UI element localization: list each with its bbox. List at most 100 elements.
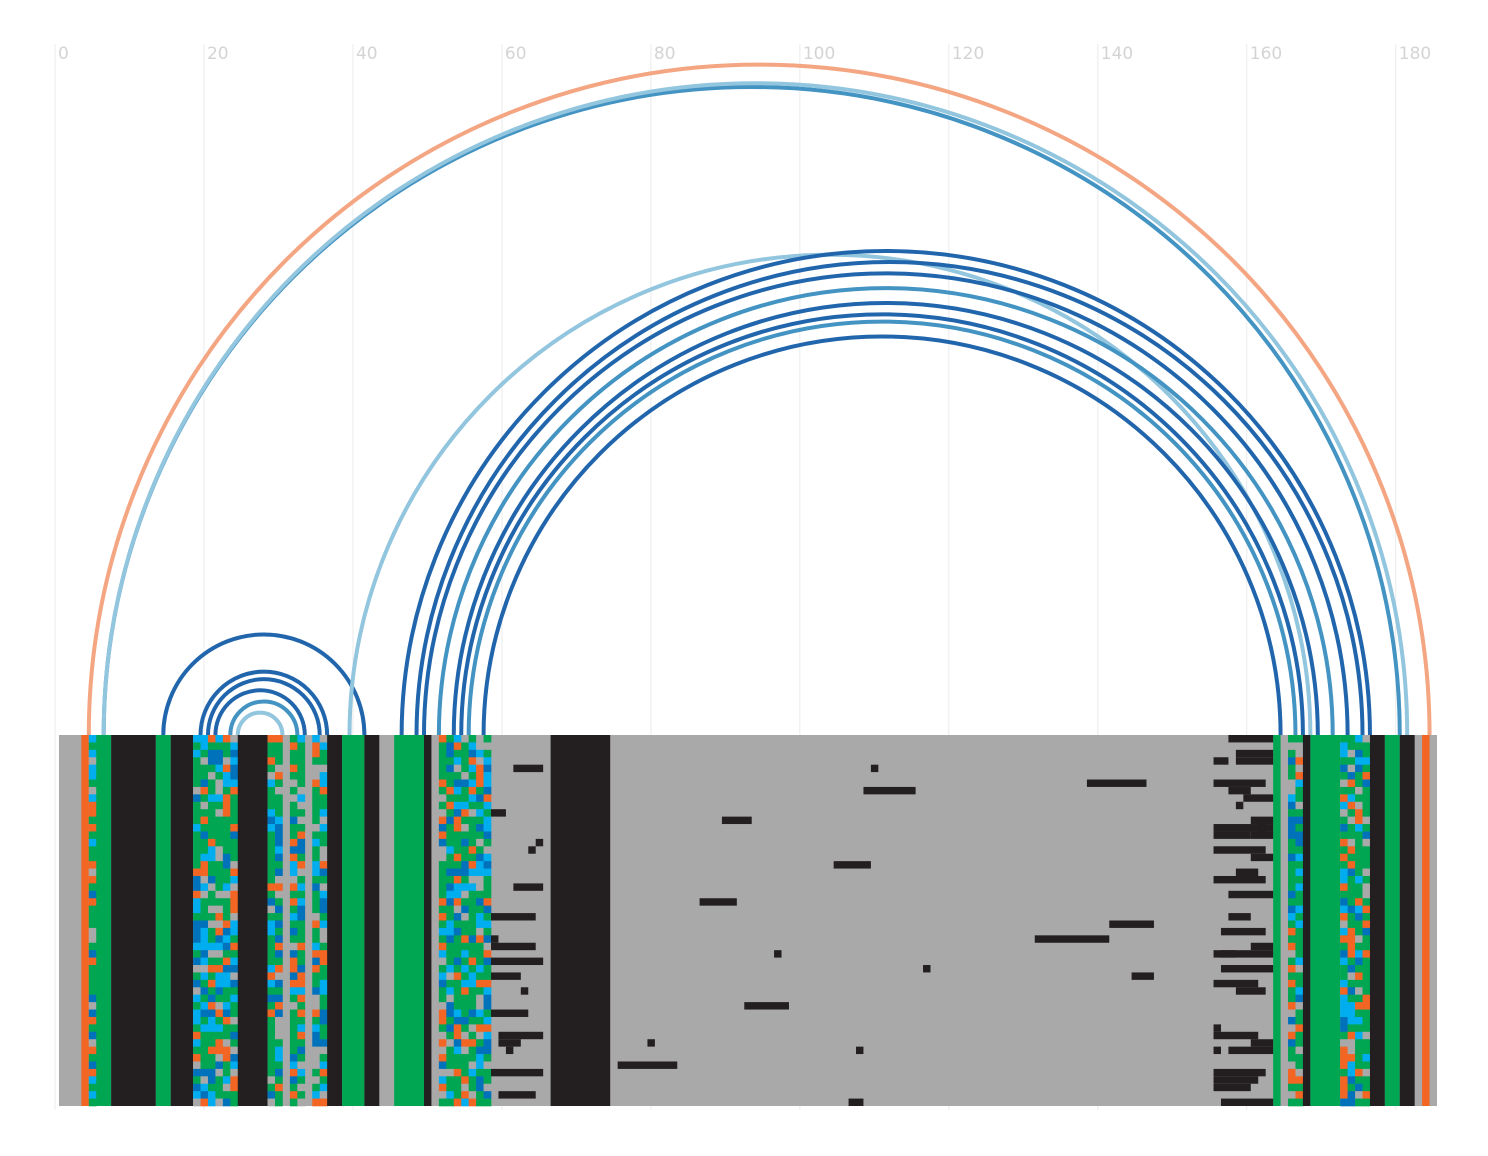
alignment-cell bbox=[461, 957, 469, 966]
alignment-cell bbox=[461, 831, 469, 840]
alignment-cell bbox=[319, 957, 328, 966]
alignment-cell bbox=[289, 957, 298, 966]
alignment-cell bbox=[1295, 965, 1304, 973]
alignment-cell bbox=[453, 1031, 462, 1040]
alignment-cell bbox=[468, 905, 477, 914]
alignment-cell bbox=[1347, 1046, 1356, 1055]
alignment-cell bbox=[476, 1031, 484, 1040]
alignment-cell bbox=[1362, 957, 1371, 966]
alignment-cell bbox=[1340, 853, 1348, 862]
alignment-cell bbox=[200, 1031, 209, 1040]
x-tick-label: 100 bbox=[803, 44, 835, 64]
alignment-cell bbox=[312, 913, 321, 921]
alignment-cell bbox=[319, 1016, 328, 1025]
alignment-cell bbox=[453, 942, 462, 951]
alignment-cell bbox=[319, 927, 328, 936]
alignment-cell bbox=[1340, 898, 1348, 906]
alignment-gap-run bbox=[513, 883, 544, 891]
alignment-cell bbox=[483, 883, 492, 892]
alignment-cell bbox=[1295, 1076, 1304, 1085]
alignment-cell bbox=[476, 1083, 484, 1092]
alignment-cell bbox=[230, 846, 239, 855]
alignment-cell bbox=[88, 1054, 97, 1062]
alignment-cell bbox=[476, 979, 484, 988]
alignment-cell bbox=[193, 913, 201, 921]
alignment-cell bbox=[215, 913, 224, 921]
alignment-cell bbox=[297, 1076, 306, 1085]
alignment-cell bbox=[267, 890, 276, 899]
alignment-cell bbox=[312, 1083, 321, 1092]
alignment-cell bbox=[297, 1054, 306, 1062]
alignment-cell bbox=[230, 875, 239, 884]
alignment-cell bbox=[1340, 883, 1348, 892]
alignment-cell bbox=[207, 838, 216, 847]
alignment-cell bbox=[1355, 809, 1363, 817]
alignment-cell bbox=[438, 1031, 447, 1040]
alignment-cell bbox=[438, 942, 447, 951]
alignment-cell bbox=[267, 742, 276, 751]
alignment-cell bbox=[1355, 890, 1363, 899]
alignment-cell bbox=[1288, 735, 1296, 743]
alignment-cell bbox=[193, 898, 201, 906]
alignment-cell bbox=[207, 1076, 216, 1085]
alignment-cell bbox=[1295, 809, 1304, 817]
alignment-cell bbox=[289, 1031, 298, 1040]
alignment-cell bbox=[88, 764, 97, 773]
alignment-cell bbox=[312, 1061, 321, 1070]
alignment-cell bbox=[483, 1046, 492, 1055]
alignment-cell bbox=[289, 809, 298, 817]
alignment-cell bbox=[88, 898, 97, 906]
alignment-cell bbox=[297, 1024, 306, 1033]
x-tick-label: 40 bbox=[356, 44, 378, 64]
alignment-cell bbox=[1288, 809, 1296, 817]
alignment-cell bbox=[267, 794, 276, 803]
alignment-cell bbox=[461, 913, 469, 921]
alignment-cell bbox=[297, 1002, 306, 1010]
alignment-cell bbox=[222, 1091, 231, 1099]
alignment-cell bbox=[267, 757, 276, 765]
alignment-cell bbox=[1362, 950, 1371, 958]
alignment-cell bbox=[483, 868, 492, 877]
alignment-cell bbox=[446, 764, 455, 773]
alignment-conserved-column bbox=[342, 735, 365, 1106]
alignment-cell bbox=[200, 757, 209, 765]
alignment-gap-run bbox=[721, 816, 752, 825]
alignment-cell bbox=[438, 749, 447, 758]
alignment-cell bbox=[215, 786, 224, 795]
alignment-cell bbox=[215, 779, 224, 788]
alignment-cell bbox=[222, 905, 231, 914]
alignment-cell bbox=[438, 1039, 447, 1047]
alignment-cell bbox=[476, 890, 484, 899]
alignment-cell bbox=[468, 838, 477, 847]
alignment-gap-run bbox=[1213, 1024, 1221, 1032]
alignment-cell bbox=[453, 764, 462, 773]
alignment-cell bbox=[476, 957, 484, 966]
alignment-cell bbox=[319, 801, 328, 810]
base-pair-arc bbox=[101, 84, 1402, 736]
alignment-cell bbox=[468, 875, 477, 884]
alignment-cell bbox=[1288, 1061, 1296, 1070]
alignment-cell bbox=[438, 1002, 447, 1010]
alignment-cell bbox=[289, 875, 298, 884]
alignment-cell bbox=[275, 1083, 283, 1092]
alignment-cell bbox=[461, 838, 469, 847]
alignment-cell bbox=[1347, 1083, 1356, 1092]
alignment-gap-run bbox=[1235, 868, 1259, 876]
alignment-cell bbox=[275, 838, 283, 847]
alignment-cell bbox=[88, 979, 97, 988]
alignment-cell bbox=[438, 1009, 447, 1018]
alignment-cell bbox=[1288, 853, 1296, 862]
alignment-cell bbox=[275, 824, 283, 832]
alignment-cell bbox=[230, 757, 239, 765]
alignment-cell bbox=[1347, 1068, 1356, 1077]
alignment-cell bbox=[1288, 772, 1296, 780]
alignment-cell bbox=[275, 742, 283, 751]
alignment-cell bbox=[215, 1068, 224, 1077]
alignment-cell bbox=[319, 838, 328, 847]
alignment-cell bbox=[275, 942, 283, 951]
alignment-gap-run bbox=[498, 1031, 544, 1040]
alignment-cell bbox=[267, 838, 276, 847]
alignment-cell bbox=[193, 1031, 201, 1040]
alignment-cell bbox=[289, 927, 298, 936]
alignment-cell bbox=[461, 898, 469, 906]
